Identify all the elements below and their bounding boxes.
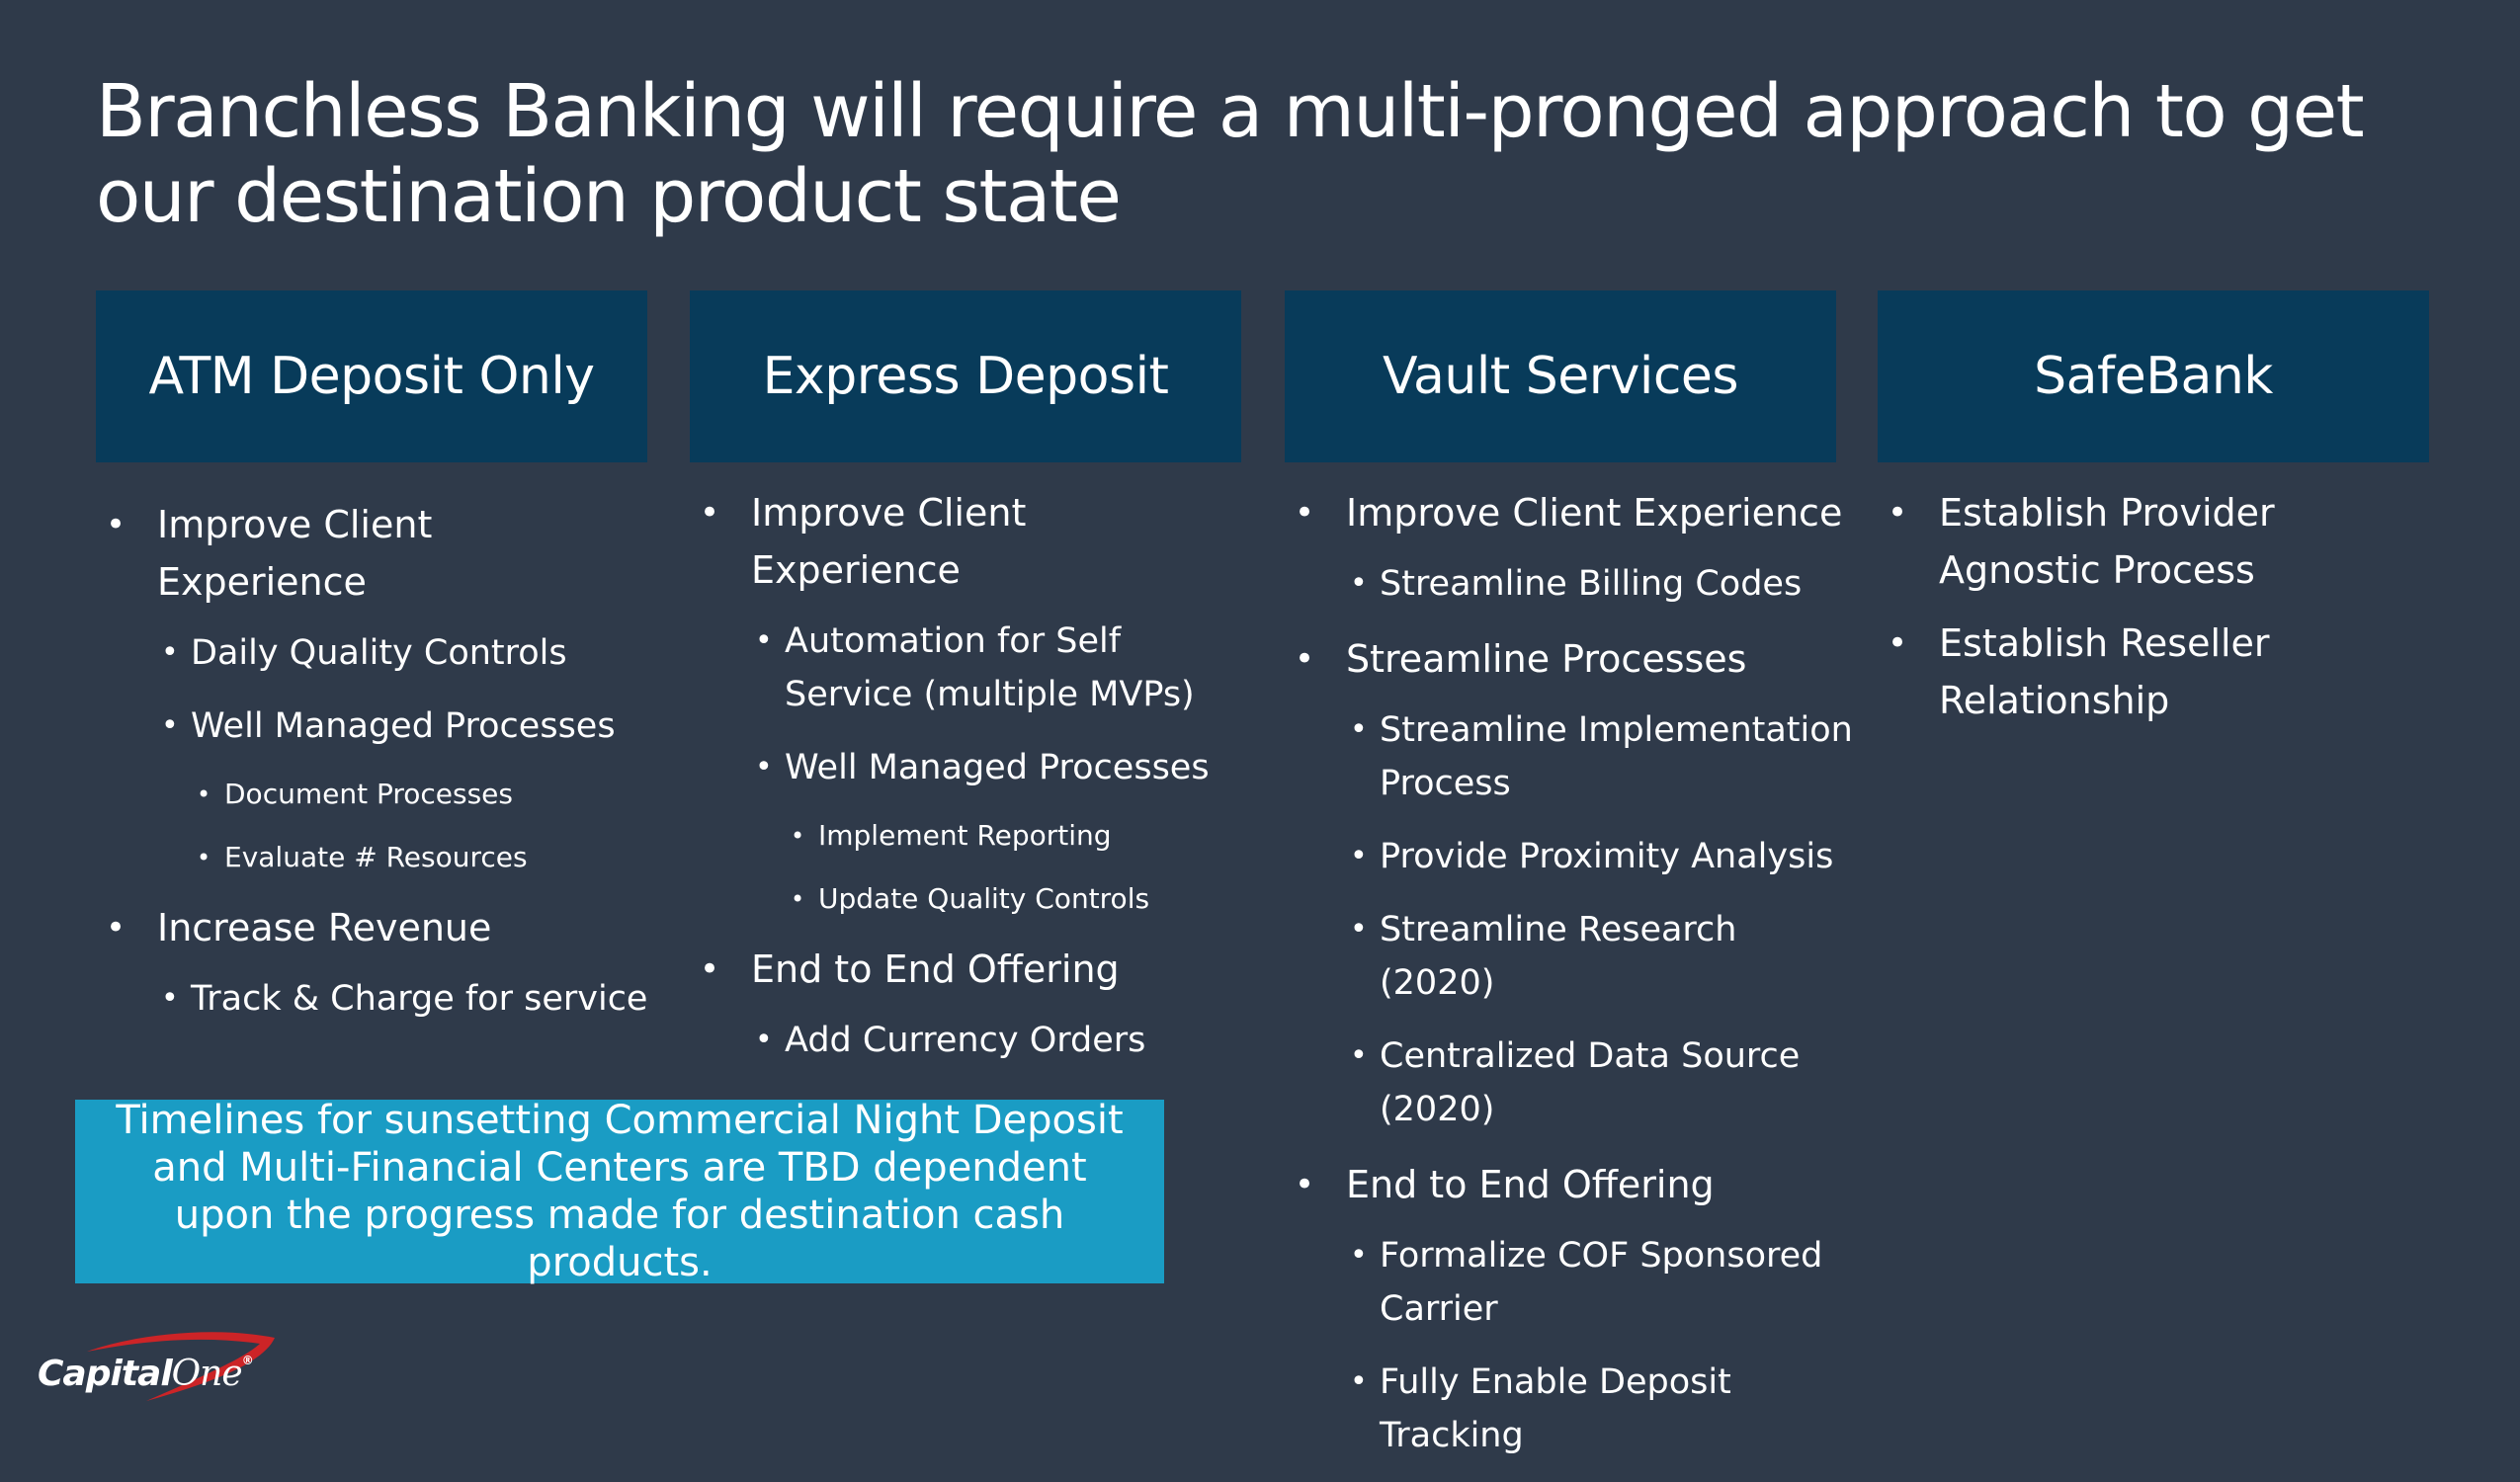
bullet-item: Formalize COF Sponsored Carrier (1285, 1229, 1858, 1336)
bullet-item: Update Quality Controls (690, 877, 1243, 921)
bullet-item: Track & Charge for service (96, 972, 649, 1026)
bullet-item: Centralized Data Source (2020) (1285, 1029, 1858, 1136)
bullet-item: End to End Offering (1285, 1156, 1858, 1213)
bullet-item: Add Currency Orders (690, 1014, 1243, 1067)
logo-word-one: One (171, 1354, 243, 1394)
bullet-item: Streamline Research (2020) (1285, 903, 1858, 1010)
slide-title: Branchless Banking will require a multi-… (96, 69, 2365, 239)
column-body-safebank: Establish Provider Agnostic Process Esta… (1878, 484, 2441, 745)
bullet-item: Well Managed Processes (690, 741, 1243, 794)
bullet-item: Daily Quality Controls (96, 626, 649, 680)
bullet-item: Increase Revenue (96, 899, 649, 956)
bullet-item: Improve Client Experience (96, 496, 649, 611)
bullet-item: Automation for Self Service (multiple MV… (690, 615, 1243, 721)
registered-mark: ® (241, 1354, 254, 1367)
bullet-item: End to End Offering (690, 941, 1243, 998)
bullet-item: Well Managed Processes (96, 700, 649, 753)
logo-word-capital: Capital (38, 1354, 173, 1394)
callout-text: Timelines for sunsetting Commercial Nigh… (116, 1098, 1124, 1285)
bullet-item: Improve Client Experience (690, 484, 1243, 599)
bullet-item: Streamline Implementation Process (1285, 703, 1858, 810)
swoosh-icon (87, 1332, 275, 1401)
bullet-item: Improve Client Experience (1285, 484, 1858, 541)
column-body-vault-services: Improve Client Experience Streamline Bil… (1285, 484, 1858, 1482)
logo-wordmark: CapitalOne® (38, 1354, 254, 1394)
bullet-item: Streamline Processes (1285, 630, 1858, 688)
timeline-callout: Timelines for sunsetting Commercial Nigh… (75, 1098, 1164, 1285)
column-header-express-deposit: Express Deposit (690, 290, 1241, 462)
bullet-item: Implement Reporting (690, 814, 1243, 858)
bullet-item: Provide Proximity Analysis (1285, 830, 1858, 883)
column-body-atm-deposit-only: Improve Client Experience Daily Quality … (96, 484, 649, 1045)
bullet-item: Evaluate # Resources (96, 836, 649, 879)
column-header-atm-deposit-only: ATM Deposit Only (96, 290, 647, 462)
bullet-item: Establish Reseller Relationship (1878, 615, 2441, 729)
bullet-item: Establish Provider Agnostic Process (1878, 484, 2441, 599)
bullet-item: Fully Enable Deposit Tracking (1285, 1356, 1858, 1462)
bullet-item: Document Processes (96, 773, 649, 816)
column-header-safebank: SafeBank (1878, 290, 2429, 462)
bullet-item: Streamline Billing Codes (1285, 557, 1858, 611)
column-header-vault-services: Vault Services (1285, 290, 1836, 462)
column-body-express-deposit: Improve Client Experience Automation for… (690, 484, 1243, 1087)
capital-one-logo: CapitalOne® (38, 1324, 275, 1403)
